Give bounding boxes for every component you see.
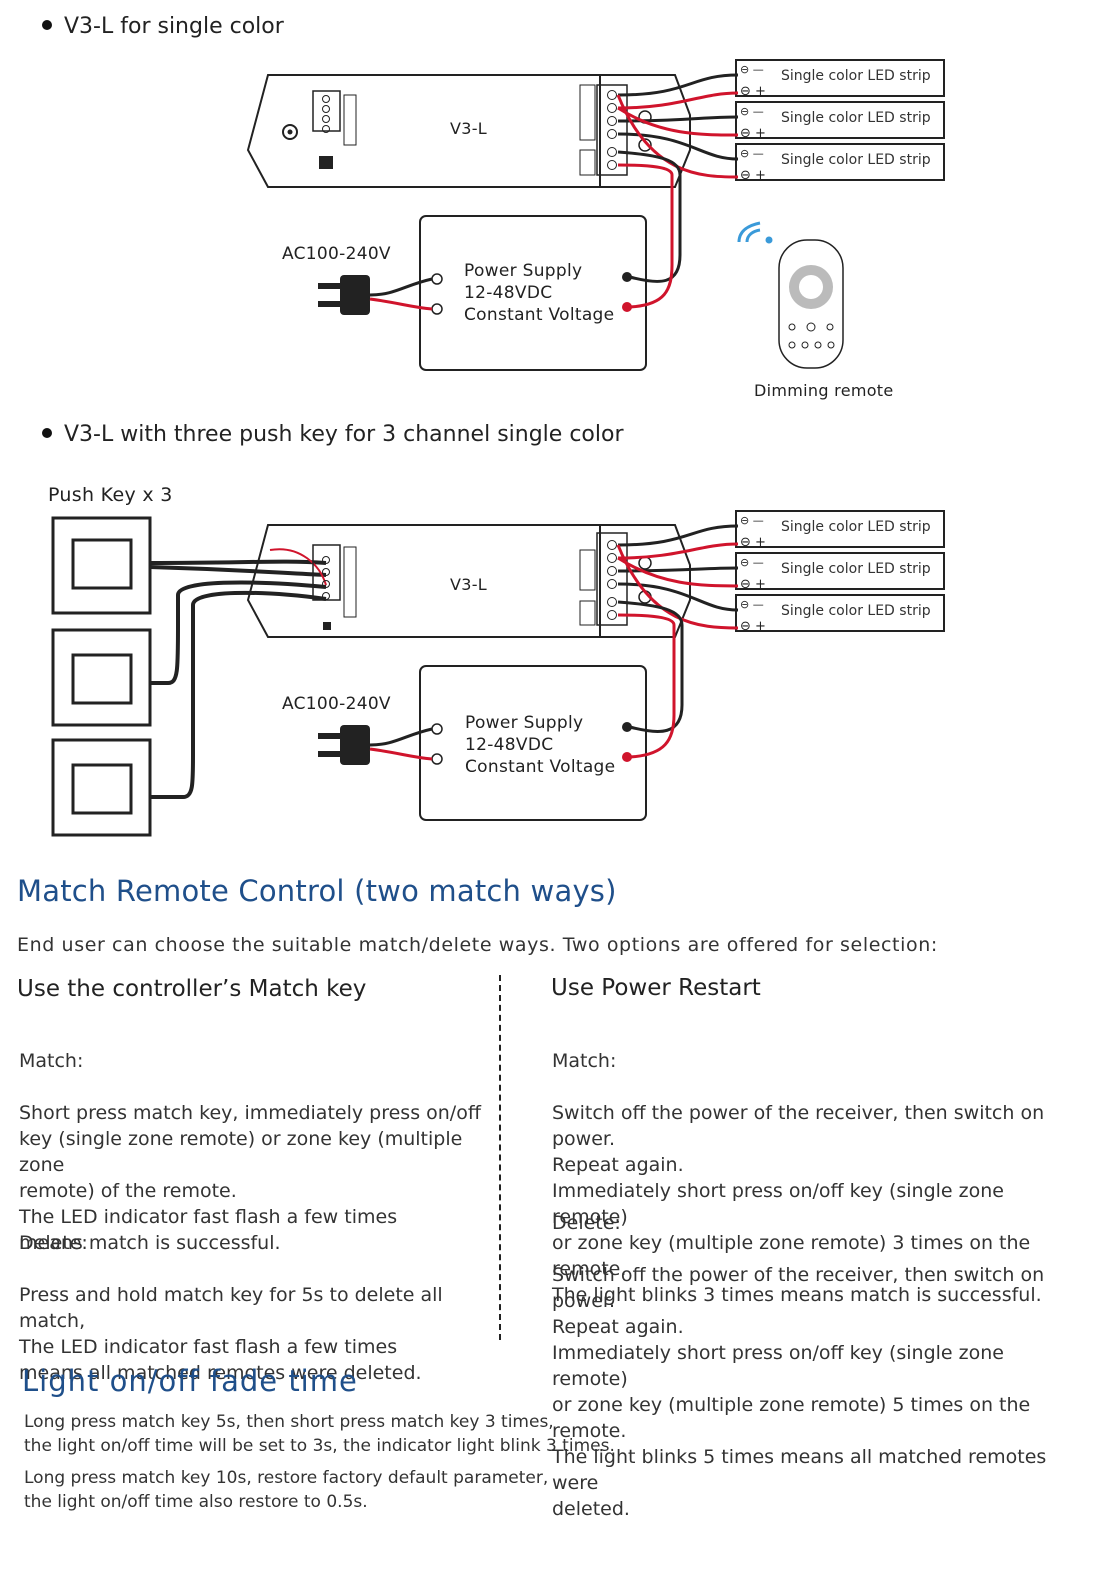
svg-text:⊖ +: ⊖ + [740, 84, 766, 99]
strip-label-1: Single color LED strip [781, 68, 931, 84]
ps-line-1: Power Supply [465, 713, 584, 733]
column-divider [499, 975, 501, 1340]
left-match-block: Match: Short press match key, immediatel… [19, 1022, 489, 1282]
svg-text:⊖ —: ⊖ — [740, 147, 764, 160]
power-supply-label: Power Supply 12-48VDC Constant Voltage [464, 260, 614, 326]
ac-voltage-label: AC100-240V [282, 694, 391, 714]
strip-label-2: Single color LED strip [781, 561, 931, 577]
output-wires [616, 524, 739, 630]
ps-line-2: 12-48VDC [464, 283, 553, 303]
svg-text:⊖ +: ⊖ + [740, 577, 766, 592]
left-delete-block: Delete: Press and hold match key for 5s … [19, 1204, 489, 1412]
right-column-heading: Use Power Restart [551, 975, 761, 1001]
svg-text:⊖ —: ⊖ — [740, 63, 764, 76]
right-match-text: Switch off the power of the receiver, th… [552, 1102, 1045, 1306]
dc-wires [617, 150, 682, 309]
left-column-heading: Use the controller’s Match key [17, 976, 367, 1002]
left-match-text: Short press match key, immediately press… [19, 1102, 481, 1254]
dimming-remote-icon [737, 221, 844, 369]
output-wires [616, 73, 739, 179]
strip-label-2: Single color LED strip [781, 110, 931, 126]
ps-line-1: Power Supply [464, 261, 583, 281]
power-supply-label: Power Supply 12-48VDC Constant Voltage [465, 712, 615, 778]
remote-label: Dimming remote [754, 381, 894, 400]
diagram2-title: V3-L with three push key for 3 channel s… [42, 422, 624, 447]
controller-body [246, 74, 691, 188]
bullet-icon [42, 20, 52, 30]
strip-label-3: Single color LED strip [781, 152, 931, 168]
ps-line-2: 12-48VDC [465, 735, 554, 755]
led-strips: ⊖ — ⊖ — ⊖ — ⊖ + ⊖ + ⊖ + [735, 59, 945, 183]
ac-plug-icon [318, 725, 433, 765]
right-delete-label: Delete: [552, 1212, 621, 1234]
ps-line-3: Constant Voltage [465, 757, 616, 777]
fade-section-title: Light on/off fade time [22, 1364, 358, 1398]
svg-text:⊖ —: ⊖ — [740, 514, 764, 527]
diagram2-title-text: V3-L with three push key for 3 channel s… [64, 422, 624, 447]
pushkey-wires [149, 548, 327, 799]
left-match-label: Match: [19, 1050, 84, 1072]
left-delete-text: Press and hold match key for 5s to delet… [19, 1284, 443, 1384]
diagram1-wiring: ⊖ — ⊖ — ⊖ — ⊖ + ⊖ + ⊖ + [246, 59, 945, 371]
fade-paragraph-1: Long press match key 5s, then short pres… [24, 1412, 615, 1456]
right-delete-text: Switch off the power of the receiver, th… [552, 1264, 1047, 1520]
right-match-label: Match: [552, 1050, 617, 1072]
strip-label-1: Single color LED strip [781, 519, 931, 535]
diagram1-title: V3-L for single color [42, 14, 284, 39]
right-delete-block: Delete: Switch off the power of the rece… [552, 1184, 1072, 1548]
push-key-icons [51, 516, 152, 837]
power-supply-box [419, 665, 647, 821]
svg-text:⊖ +: ⊖ + [740, 168, 766, 183]
device-label: V3-L [450, 119, 488, 138]
match-intro: End user can choose the suitable match/d… [17, 934, 938, 956]
led-strips: ⊖ — ⊖ — ⊖ — ⊖ + ⊖ + ⊖ + [735, 510, 945, 634]
device-label: V3-L [450, 575, 488, 594]
right-match-block: Match: Switch off the power of the recei… [552, 1022, 1072, 1334]
svg-text:⊖ +: ⊖ + [740, 126, 766, 141]
fade-paragraph-2: Long press match key 10s, restore factor… [24, 1468, 549, 1512]
svg-text:⊖ —: ⊖ — [740, 105, 764, 118]
svg-text:⊖ +: ⊖ + [740, 619, 766, 634]
match-section-title: Match Remote Control (two match ways) [17, 874, 617, 908]
svg-text:⊖ +: ⊖ + [740, 535, 766, 550]
ps-line-3: Constant Voltage [464, 305, 615, 325]
diagram1-title-text: V3-L for single color [64, 14, 284, 39]
pushkey-label: Push Key x 3 [48, 484, 173, 506]
dc-wires [617, 600, 684, 759]
strip-label-3: Single color LED strip [781, 603, 931, 619]
svg-text:⊖ —: ⊖ — [740, 556, 764, 569]
svg-text:⊖ —: ⊖ — [740, 598, 764, 611]
left-delete-label: Delete: [19, 1232, 88, 1254]
ac-voltage-label: AC100-240V [282, 244, 391, 264]
ac-plug-icon [318, 275, 433, 315]
diagram2-wiring: ⊖ — ⊖ — ⊖ — ⊖ + ⊖ + ⊖ + [51, 510, 945, 837]
bullet-icon [42, 428, 52, 438]
